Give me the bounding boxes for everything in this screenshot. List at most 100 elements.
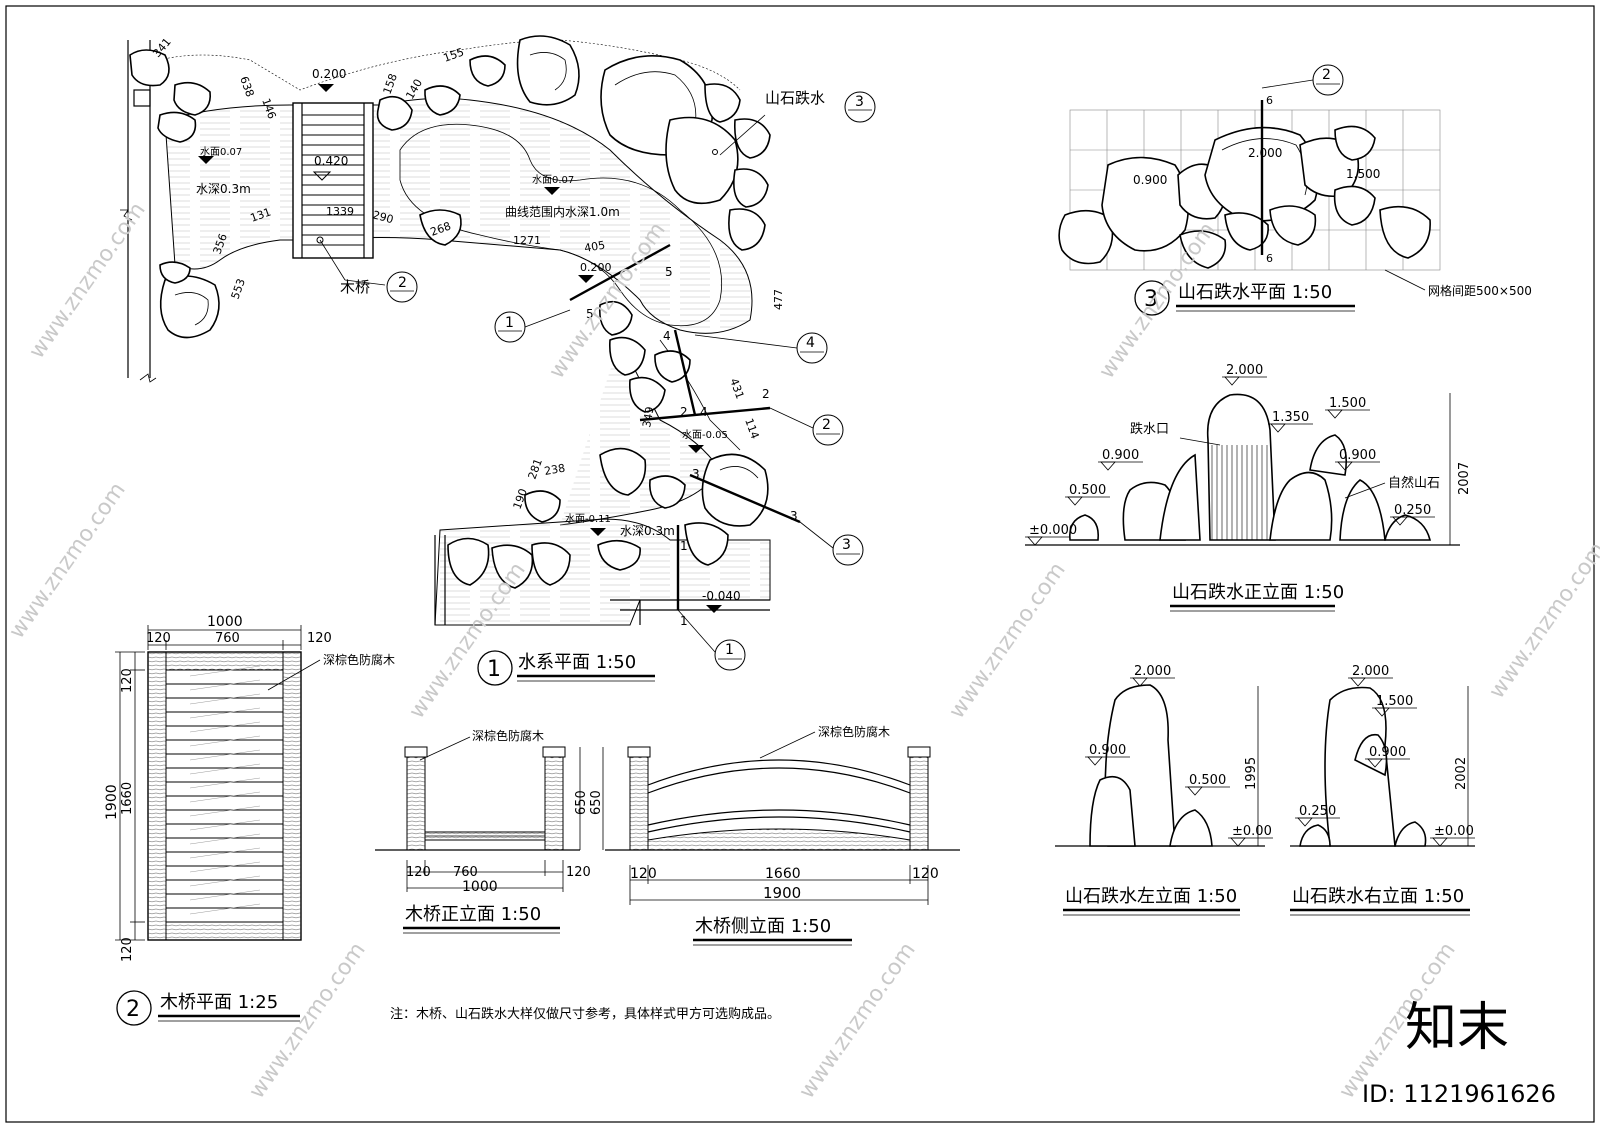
bridge-side-dim-total: 1900 bbox=[763, 884, 801, 902]
elev-bottom: -0.040 bbox=[702, 589, 741, 603]
cascade-plan-elev-a: 2.000 bbox=[1248, 146, 1282, 160]
bridge-plan-detail: 1000 120 760 120 1900 120 1660 120 深棕色防腐… bbox=[104, 614, 395, 1026]
bridge-plan-dim-total: 1000 bbox=[207, 614, 243, 630]
cascade-plan: 2.000 0.900 1.500 6 6 2 网格间距500×500 3 山石… bbox=[1058, 64, 1532, 316]
cascade-front-level-text: 0.900 bbox=[1102, 448, 1139, 463]
bridge-plan-dim-left-total: 1900 bbox=[104, 784, 120, 820]
cascade-front-level-text: 0.250 bbox=[1394, 503, 1431, 518]
dim-text: 114 bbox=[742, 417, 761, 441]
cascade-outlet-label: 跌水口 bbox=[1130, 421, 1169, 437]
plank-grain bbox=[189, 861, 261, 873]
bridge-side-dim-c: 120 bbox=[912, 866, 939, 882]
section-mark: 2 bbox=[762, 387, 770, 401]
plank-grain bbox=[189, 721, 261, 733]
bridge-plan-number: 2 bbox=[126, 997, 140, 1022]
cascade-plan-callout: 2 bbox=[1322, 67, 1331, 83]
bridge-front-dim-c: 120 bbox=[566, 865, 591, 880]
cascade-right-level-text: 1.500 bbox=[1376, 694, 1413, 709]
cascade-left-title: 山石跌水左立面 1:50 bbox=[1065, 886, 1237, 907]
cascade-right-title: 山石跌水右立面 1:50 bbox=[1292, 886, 1464, 907]
plan-number: 1 bbox=[487, 657, 501, 682]
watermark-site: www.znzmo.com bbox=[944, 558, 1070, 723]
wooden-bridge-plan-in-site bbox=[292, 102, 374, 259]
plank-grain bbox=[189, 903, 261, 915]
water-level-4: 水面-0.11 bbox=[565, 513, 611, 525]
dim-text: 1271 bbox=[513, 234, 541, 247]
plank-grain bbox=[189, 819, 261, 831]
cascade-plan-section-bottom: 6 bbox=[1266, 252, 1273, 265]
plank-grain bbox=[189, 735, 261, 747]
cascade-front-level-symbol bbox=[1327, 409, 1343, 419]
bridge-front-dim-a: 120 bbox=[406, 865, 431, 880]
dim-text: 431 bbox=[727, 377, 746, 401]
cascade-left-level-text: 0.500 bbox=[1189, 773, 1226, 788]
watermark-site: www.znzmo.com bbox=[794, 938, 920, 1103]
bridge-side-dim-a: 120 bbox=[630, 866, 657, 882]
cascade-right-level-text: 0.250 bbox=[1299, 804, 1336, 819]
cascade-right-level-text: ±0.00 bbox=[1434, 824, 1474, 839]
section-mark: 5 bbox=[586, 307, 594, 321]
cascade-front-level-text: 1.350 bbox=[1272, 410, 1309, 425]
cascade-left-level-symbol bbox=[1230, 837, 1246, 847]
cascade-right-height: 2002 bbox=[1454, 757, 1469, 790]
dim-text: 238 bbox=[543, 462, 566, 478]
dim-text: 158 bbox=[381, 72, 400, 96]
stone-cascade-label: 山石跌水 bbox=[765, 89, 825, 107]
water-level-2: 水面0.07 bbox=[532, 174, 574, 186]
elev-bridge-top: 0.200 bbox=[312, 67, 346, 81]
dim-text: 281 bbox=[526, 457, 545, 481]
dim-text: 1339 bbox=[326, 205, 354, 218]
section-mark: 4 bbox=[663, 329, 671, 343]
elev-path: 0.200 bbox=[580, 261, 612, 274]
dim-text: 638 bbox=[237, 75, 256, 99]
callout-2b: 2 bbox=[822, 417, 831, 433]
bridge-plan-dim-left-c: 120 bbox=[120, 937, 135, 962]
cascade-rock-label: 自然山石 bbox=[1388, 475, 1440, 491]
dim-text: 140 bbox=[403, 77, 425, 102]
cascade-plan-section-top: 6 bbox=[1266, 94, 1273, 107]
bridge-label: 木桥 bbox=[340, 278, 370, 296]
plank-grain bbox=[189, 679, 261, 691]
bridge-front-elevation: 650 120 760 120 1000 深棕色防腐木 木桥正立面 1:50 bbox=[375, 728, 591, 934]
plank-grain bbox=[189, 777, 261, 789]
callout-1a: 1 bbox=[505, 315, 514, 331]
bridge-plan-dim-left-b: 1660 bbox=[120, 782, 135, 815]
plank-grain bbox=[189, 847, 261, 859]
plank-grain bbox=[189, 763, 261, 775]
dim-text: 477 bbox=[772, 289, 785, 310]
dim-text: 290 bbox=[371, 208, 395, 226]
bridge-plan-dim-a: 120 bbox=[146, 631, 171, 646]
cascade-front-level-text: 0.900 bbox=[1339, 448, 1376, 463]
cascade-right-level-text: 0.900 bbox=[1369, 745, 1406, 760]
plank-grain bbox=[189, 805, 261, 817]
cascade-front-level-text: 1.500 bbox=[1329, 396, 1366, 411]
bridge-plan-material: 深棕色防腐木 bbox=[323, 652, 395, 667]
plank-grain bbox=[189, 707, 261, 719]
section-mark: 4 bbox=[700, 405, 708, 419]
cascade-right-level-symbol bbox=[1432, 837, 1448, 847]
cascade-front-level-text: 0.500 bbox=[1069, 483, 1106, 498]
section-mark: 3 bbox=[790, 509, 798, 523]
cascade-right-level-symbol bbox=[1297, 817, 1313, 827]
cascade-right-level-symbol bbox=[1350, 677, 1366, 687]
water-depth-curve: 曲线范围内水深1.0m bbox=[505, 205, 620, 219]
dim-text: 405 bbox=[583, 239, 606, 255]
section-mark: 5 bbox=[665, 265, 673, 279]
bridge-side-title: 木桥侧立面 1:50 bbox=[695, 916, 831, 937]
dim-text: 349 bbox=[640, 406, 656, 429]
elev-bridge-mid: 0.420 bbox=[314, 154, 348, 168]
cascade-left-level-symbol bbox=[1187, 786, 1203, 796]
water-level-3: 水面-0.05 bbox=[682, 429, 728, 441]
cascade-plan-title: 山石跌水平面 1:50 bbox=[1178, 282, 1332, 303]
bridge-side-dim-b: 1660 bbox=[765, 866, 801, 882]
bridge-side-material: 深棕色防腐木 bbox=[818, 724, 890, 739]
plan-level-markers bbox=[198, 84, 722, 613]
cascade-front-title: 山石跌水正立面 1:50 bbox=[1172, 582, 1344, 603]
cascade-right-level-text: 2.000 bbox=[1352, 664, 1389, 679]
water-depth-3: 水深0.3m bbox=[620, 524, 675, 538]
cascade-front-level-symbol bbox=[1100, 461, 1116, 471]
water-level-1: 水面0.07 bbox=[200, 146, 242, 158]
cascade-front-level-symbol bbox=[1067, 496, 1083, 506]
